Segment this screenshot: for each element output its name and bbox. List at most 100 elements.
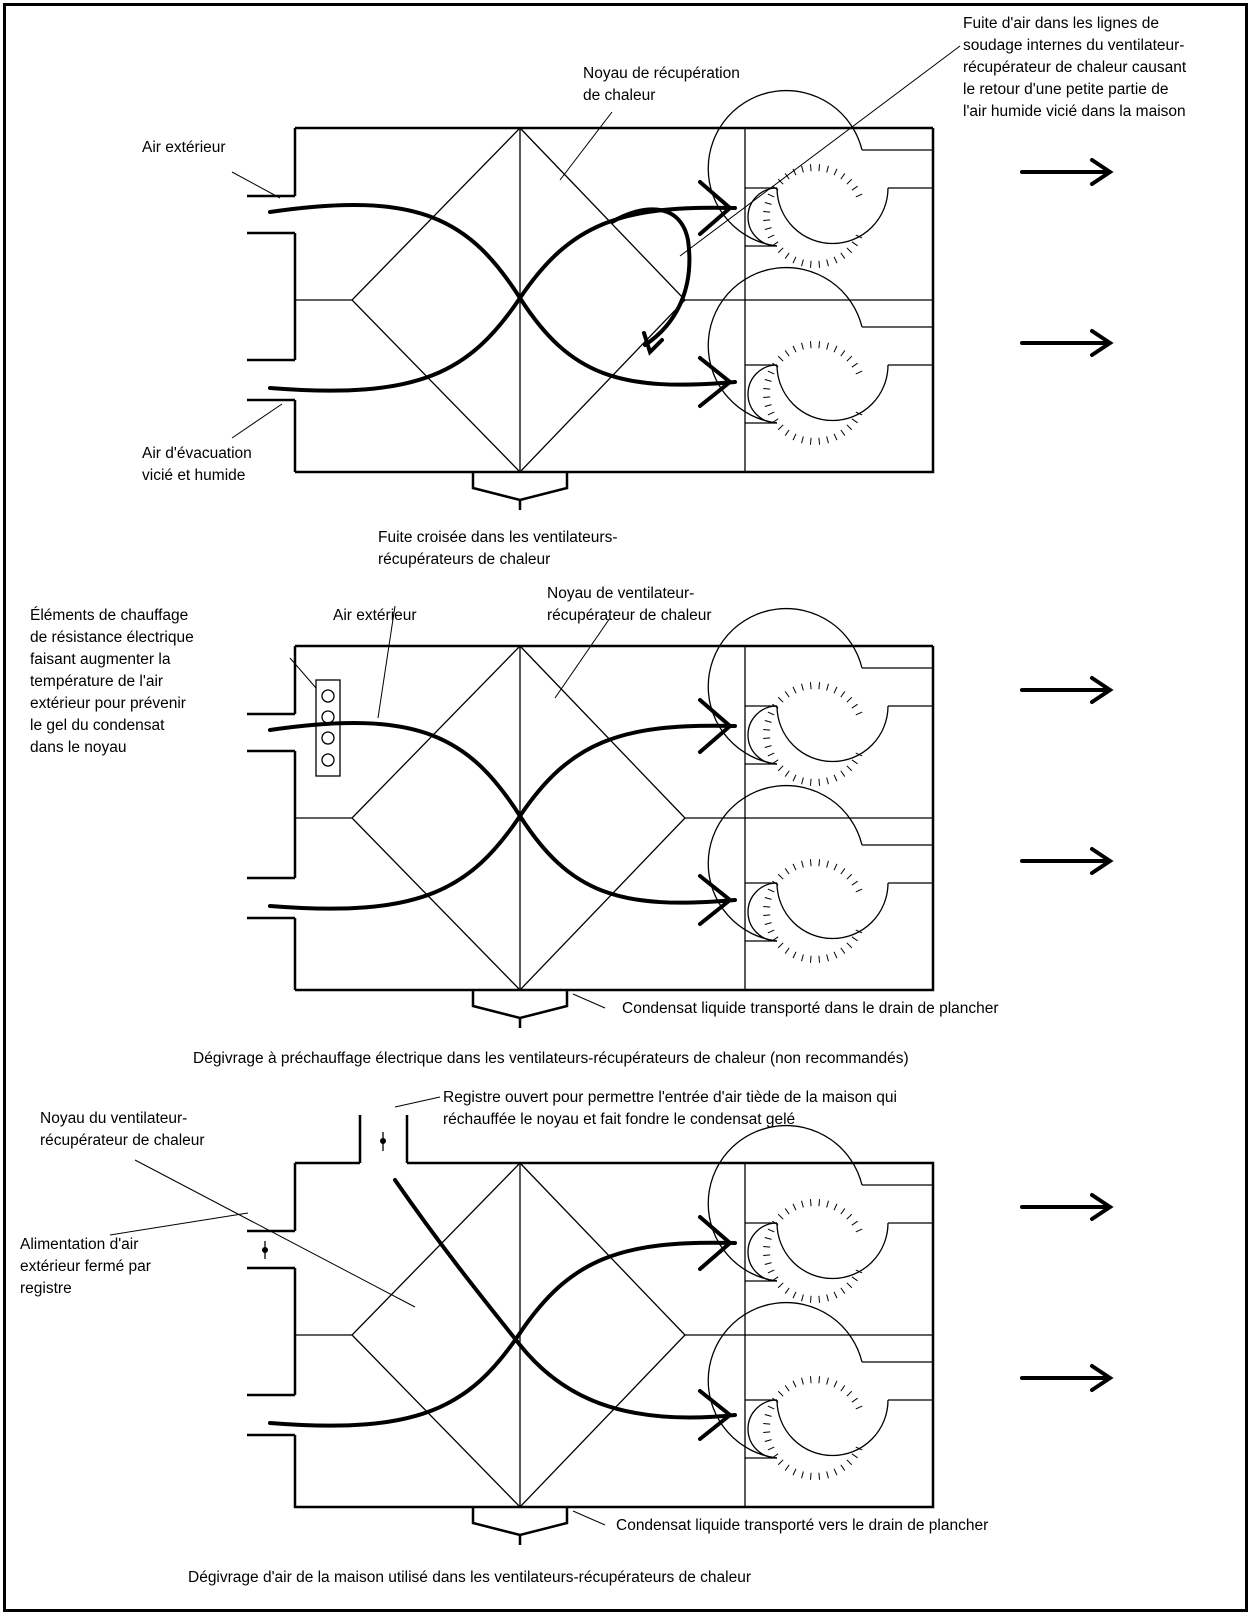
fan-blade-tick [772, 1220, 779, 1226]
caption-cross-leakage: Fuite croisée dans les ventilateurs-récu… [378, 529, 618, 568]
fan-blade-tick [818, 1472, 821, 1480]
fan-blade-tick [801, 954, 804, 962]
fan-blade-tick [784, 252, 790, 259]
fan-blade-tick [846, 1282, 853, 1289]
fan-blade-tick [826, 954, 829, 962]
fan-blade-tick [826, 777, 829, 785]
fan-ticks [763, 1199, 863, 1303]
fan-blade-tick [833, 168, 838, 176]
label-line: récupérateur de chaleur [40, 1132, 205, 1149]
fan-blade-tick [784, 1287, 790, 1294]
label-line: extérieur pour prévenir [30, 695, 186, 712]
fan-blade-tick [846, 942, 853, 949]
fan-blade-tick [833, 686, 838, 694]
fan-blade-tick [855, 1446, 863, 1451]
fan-blade-tick [840, 1287, 846, 1294]
fan-blade-tick [772, 418, 779, 424]
fan-blade-tick [809, 1295, 812, 1303]
fan-blade-tick [833, 1203, 838, 1211]
fan-blade-tick [763, 728, 771, 731]
label-line: Dégivrage à préchauffage électrique dans… [193, 1050, 909, 1067]
fan-blade-tick [792, 951, 797, 959]
label-line: température de l'air [30, 673, 163, 690]
fan-blade-tick [777, 942, 784, 949]
fan-blade-tick [840, 691, 846, 698]
fan-blade-tick [851, 1276, 858, 1282]
label-line: dans le noyau [30, 739, 127, 756]
fan-blade-tick [777, 696, 784, 703]
fan-blade-tick [764, 922, 772, 925]
caption-electric-preheat: Dégivrage à préchauffage électrique dans… [193, 1050, 909, 1067]
fan-blade-tick [851, 880, 858, 886]
fan-blade-tick [826, 1471, 829, 1479]
fan-blade-tick [826, 683, 829, 691]
fan-blade-tick [846, 1459, 853, 1466]
fan-blade-tick [767, 193, 775, 198]
fan-blade-tick [777, 1390, 784, 1397]
fan-blade-tick [792, 345, 797, 353]
fan-blade-tick [792, 256, 797, 264]
fan-blade-tick [767, 929, 775, 934]
fan-blade-tick [764, 1237, 772, 1240]
label-line: soudage internes du ventilateur- [963, 37, 1184, 54]
fan-blade-tick [801, 342, 804, 350]
fan-blade-tick [767, 370, 775, 375]
fan-blade-tick [777, 1213, 784, 1220]
fan-blade-tick [855, 1269, 863, 1274]
fan-blade-tick [809, 1376, 812, 1384]
fan-ticks [763, 164, 863, 268]
fan-blade-tick [846, 247, 853, 254]
fan-ticks [763, 682, 863, 786]
fan-blade-tick [851, 241, 858, 247]
label-line: Fuite d'air dans les lignes de [963, 15, 1159, 32]
fan-blade-tick [763, 387, 771, 390]
fan-blade-tick [763, 1245, 771, 1248]
label-line: Noyau de récupération [583, 65, 740, 82]
fan-blade-tick [809, 164, 812, 172]
fan-blade-tick [818, 778, 821, 786]
panel-house-air-defrost: Registre ouvert pour permettre l'entrée … [20, 1089, 1114, 1586]
fan-blade-tick [833, 774, 838, 782]
fan-blade-tick [792, 774, 797, 782]
fan-blade-tick [851, 936, 858, 942]
fan-blade-tick [818, 682, 821, 690]
fan-blade-tick [818, 437, 821, 445]
fan-blade-tick [777, 873, 784, 880]
label-line: Noyau de ventilateur- [547, 585, 694, 602]
fan-blade-tick [855, 711, 863, 716]
fan-blade-tick [801, 436, 804, 444]
label-heater: Éléments de chauffage de résistance élect… [30, 607, 194, 756]
fan-blade-tick [833, 1468, 838, 1476]
fan-blade-tick [855, 888, 863, 893]
fan-blade-tick [764, 227, 772, 230]
label-line: Éléments de chauffage [30, 607, 188, 624]
fan-ticks [763, 859, 863, 963]
fan-blade-tick [855, 193, 863, 198]
label-damper-closed: Alimentation d'air extérieur fermé par reg… [20, 1236, 151, 1297]
fan-blade-tick [777, 1459, 784, 1466]
fan-blade-tick [763, 737, 771, 740]
fan-blade-tick [764, 202, 772, 205]
label-line: extérieur fermé par [20, 1258, 151, 1275]
fan-blade-tick [801, 683, 804, 691]
label-line: Registre ouvert pour permettre l'entrée … [443, 1089, 897, 1106]
label-line: le retour d'une petite partie de [963, 81, 1168, 98]
fan-blade-tick [840, 1385, 846, 1392]
label-condensate: Condensat liquide transporté vers le dra… [616, 1517, 988, 1534]
label-line: l'air humide vicié dans la maison [963, 103, 1186, 120]
fan-blade-tick [767, 752, 775, 757]
fan-blade-tick [818, 859, 821, 867]
fan-blade-tick [801, 860, 804, 868]
fan-blade-tick [777, 355, 784, 362]
fan-blade-tick [801, 777, 804, 785]
label-line: de résistance électrique [30, 629, 194, 646]
label-line: registre [20, 1280, 72, 1297]
fan-blade-tick [777, 178, 784, 185]
label-line: Alimentation d'air [20, 1236, 138, 1253]
label-line: Air extérieur [142, 139, 226, 156]
fan-blade-tick [763, 219, 771, 222]
fan-blade-tick [801, 1471, 804, 1479]
fan-blade-tick [833, 433, 838, 441]
fan-blade-tick [855, 929, 863, 934]
